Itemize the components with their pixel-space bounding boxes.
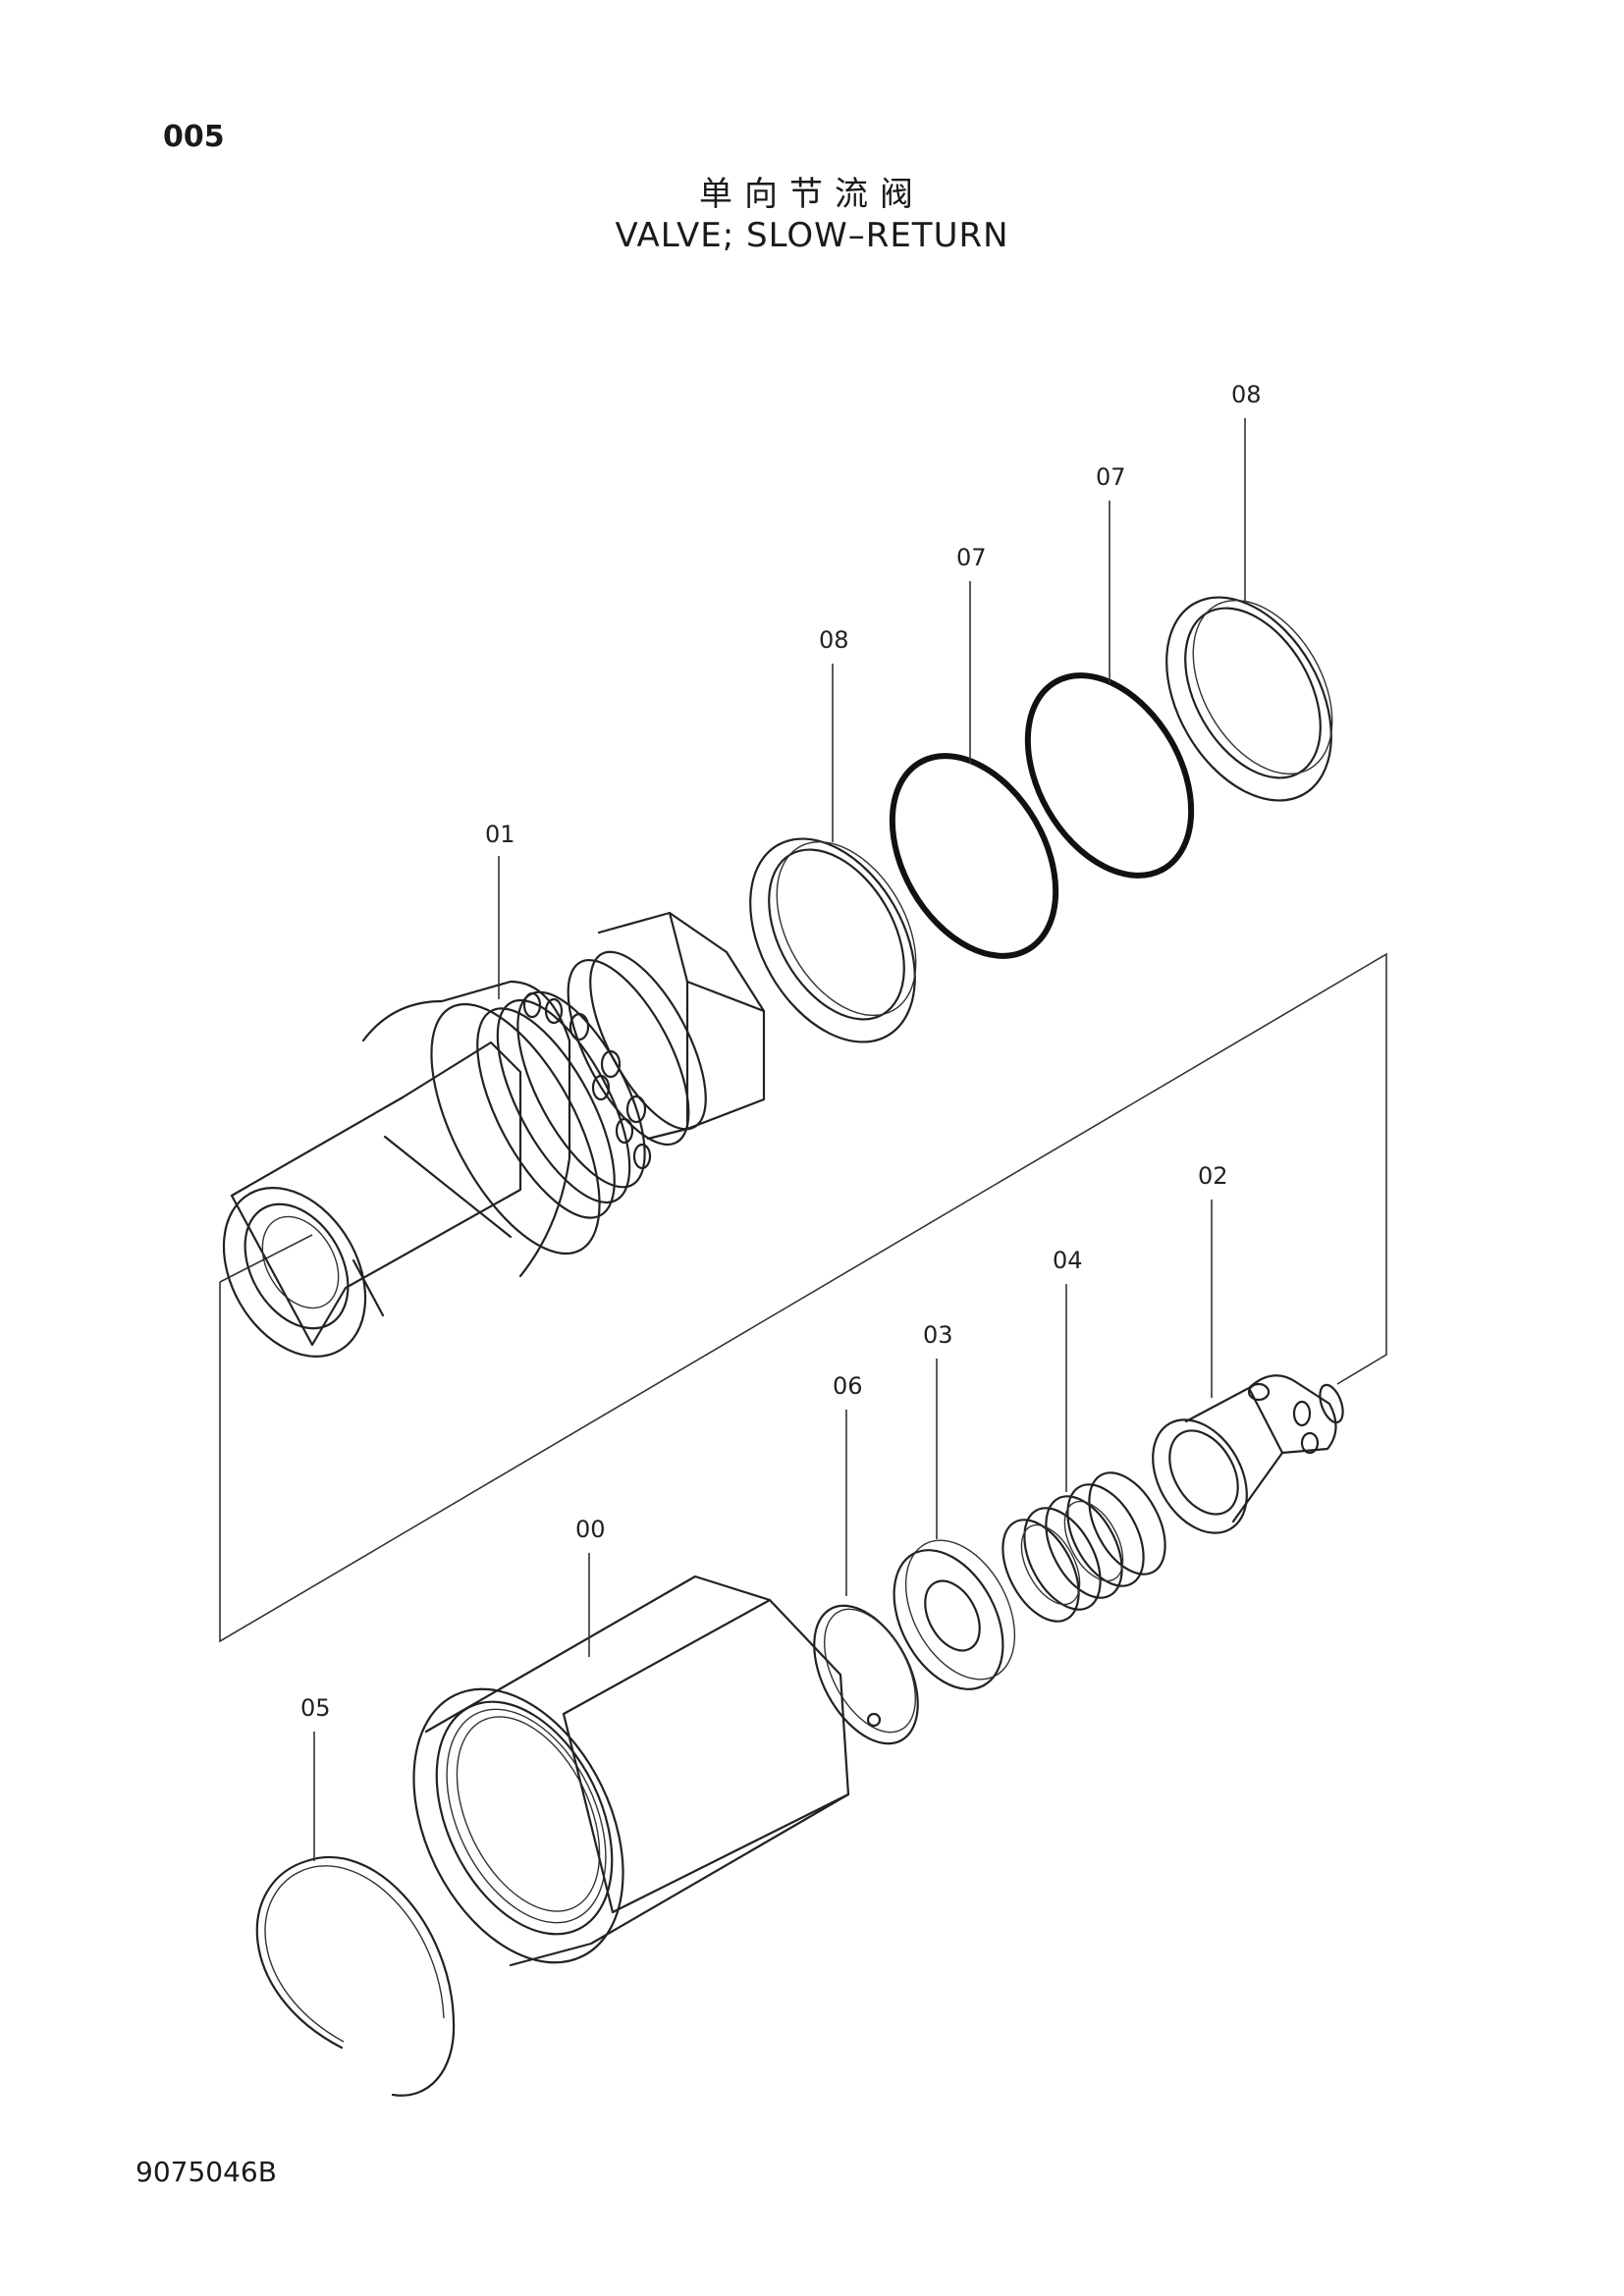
callout-08-rear: 08 xyxy=(1231,381,1262,408)
part-01-valve-body xyxy=(222,911,766,1358)
part-05-retaining-ring xyxy=(255,1855,456,2097)
part-08-backup-ring-front xyxy=(749,837,917,1043)
callout-02: 02 xyxy=(1198,1162,1228,1190)
part-02-poppet xyxy=(1152,1374,1344,1534)
callout-00: 00 xyxy=(575,1516,606,1543)
callout-06: 06 xyxy=(833,1372,863,1400)
callout-03: 03 xyxy=(923,1321,953,1349)
part-06-snap-ring xyxy=(813,1604,919,1745)
callout-07-front: 07 xyxy=(956,544,987,571)
part-07-o-ring-rear xyxy=(1024,672,1195,879)
callout-04: 04 xyxy=(1053,1247,1083,1274)
title-chinese: 单向节流阀 xyxy=(699,175,925,214)
title-english: VALVE; SLOW–RETURN xyxy=(615,216,1009,255)
callout-08-front: 08 xyxy=(819,626,849,654)
part-04-spring xyxy=(1001,1471,1166,1623)
callout-07-rear: 07 xyxy=(1096,463,1126,491)
part-03-washer xyxy=(893,1539,1016,1690)
callout-05: 05 xyxy=(300,1694,331,1722)
part-08-backup-ring-rear xyxy=(1165,596,1333,802)
document-code: 9075046B xyxy=(135,2156,277,2188)
callout-01: 01 xyxy=(485,821,515,848)
part-00-hex-sleeve xyxy=(412,1575,850,1967)
part-07-o-ring-front xyxy=(889,753,1059,959)
page-number: 005 xyxy=(163,120,225,154)
leader-lines xyxy=(313,418,1246,1861)
